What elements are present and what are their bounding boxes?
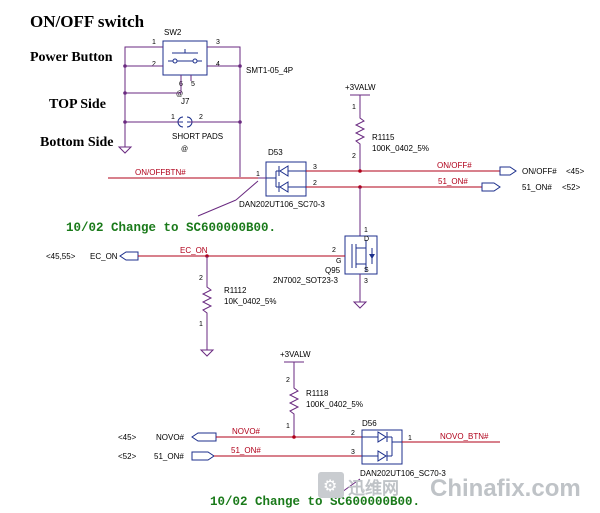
q95-pin-2: 2 bbox=[332, 247, 336, 254]
port-onoff-ref: <45> bbox=[566, 167, 585, 176]
r1115-ref: R1115 bbox=[372, 133, 395, 142]
d56-pin-3: 3 bbox=[351, 449, 355, 456]
ground-symbol-q95 bbox=[352, 301, 368, 309]
net-onoff: ON/OFF# bbox=[437, 161, 472, 170]
ground-symbol-r1112 bbox=[199, 349, 215, 357]
q95-pin-s: S bbox=[364, 267, 369, 274]
q95-ref: Q95 bbox=[325, 266, 341, 275]
net-ec-on: EC_ON bbox=[180, 246, 208, 255]
q95-pin-g: G bbox=[336, 258, 341, 265]
d56-body bbox=[361, 429, 403, 465]
rail-3valw-top: +3VALW bbox=[345, 83, 376, 92]
change-note-2: 10/02 Change to SC600000B00. bbox=[210, 495, 420, 509]
sw2-body bbox=[162, 40, 208, 76]
d56-part: DAN202UT106_SC70-3 bbox=[360, 469, 446, 478]
r1115-resistor: 1 2 R1115 100K_0402_5% bbox=[352, 104, 429, 160]
q95-part: 2N7002_SOT23-3 bbox=[273, 276, 338, 285]
j7-pin-1: 1 bbox=[171, 114, 175, 121]
port-ec-on-name: EC_ON bbox=[90, 252, 118, 261]
port-novo-arrow bbox=[191, 432, 217, 442]
ground-symbol-sw bbox=[117, 146, 133, 154]
port-ec-on-ref: <45,55> bbox=[46, 252, 76, 261]
q95-body bbox=[344, 235, 378, 275]
port-novo-name: NOVO# bbox=[156, 433, 185, 442]
q95-pin-d: D bbox=[364, 236, 369, 243]
sw2-pin-5: 5 bbox=[191, 81, 195, 88]
d56-pin-1: 1 bbox=[408, 435, 412, 442]
r1115-pin-1: 1 bbox=[352, 104, 356, 111]
port-51on-b-name: 51_ON# bbox=[154, 452, 184, 461]
label-power-button: Power Button bbox=[30, 50, 113, 65]
port-novo-ref: <45> bbox=[118, 433, 137, 442]
d53-pin-2: 2 bbox=[313, 180, 317, 187]
watermark-logo-box bbox=[318, 472, 344, 498]
sw2-pin-1: 1 bbox=[152, 39, 156, 46]
label-bottom-side: Bottom Side bbox=[40, 135, 114, 150]
r1118-ref: R1118 bbox=[306, 389, 329, 398]
q95-pin-3: 3 bbox=[364, 278, 368, 285]
d53-diode: D53 1 3 2 DAN202UT106_SC70-3 bbox=[239, 148, 325, 209]
r1112-pin-1: 1 bbox=[199, 321, 203, 328]
r1115-pin-2: 2 bbox=[352, 153, 356, 160]
port-onoff-arrow bbox=[499, 166, 517, 176]
net-novo-btn: NOVO_BTN# bbox=[440, 432, 489, 441]
port-51on-ref: <52> bbox=[562, 183, 581, 192]
j7-part: SHORT PADS bbox=[172, 132, 223, 141]
sw2-ref: SW2 bbox=[164, 28, 182, 37]
port-51on-b-ref: <52> bbox=[118, 452, 137, 461]
label-top-side: TOP Side bbox=[49, 97, 106, 112]
net-51on: 51_ON# bbox=[438, 177, 468, 186]
d53-body bbox=[265, 161, 307, 197]
net-onoffbtn: ON/OFFBTN# bbox=[135, 168, 186, 177]
watermark-logo-glyph: ⚙ bbox=[323, 476, 337, 495]
d53-pin-3: 3 bbox=[313, 164, 317, 171]
sw2-pin-4: 4 bbox=[216, 61, 220, 68]
d56-pin-2: 2 bbox=[351, 430, 355, 437]
j7-pin-2: 2 bbox=[199, 114, 203, 121]
r1112-ref: R1112 bbox=[224, 286, 247, 295]
d53-pin-1: 1 bbox=[256, 171, 260, 178]
r1118-pin-1: 1 bbox=[286, 423, 290, 430]
r1112-resistor: 2 1 R1112 10K_0402_5% bbox=[199, 256, 277, 328]
sw2-contact-left bbox=[172, 58, 178, 64]
port-51on-name: 51_ON# bbox=[522, 183, 552, 192]
sw2-pin-3: 3 bbox=[216, 39, 220, 46]
port-ec-on-arrow bbox=[119, 251, 139, 261]
d53-ref: D53 bbox=[268, 148, 283, 157]
port-51on-arrow bbox=[481, 182, 501, 192]
d56-ref: D56 bbox=[362, 419, 377, 428]
d53-part: DAN202UT106_SC70-3 bbox=[239, 200, 325, 209]
net-51on-b: 51_ON# bbox=[231, 446, 261, 455]
j7-marker: @ bbox=[181, 146, 188, 153]
r1118-resistor: 2 1 R1118 100K_0402_5% bbox=[286, 377, 363, 430]
change-note-1: 10/02 Change to SC600000B00. bbox=[66, 221, 276, 235]
net-novo: NOVO# bbox=[232, 427, 261, 436]
r1115-value: 100K_0402_5% bbox=[372, 144, 429, 153]
j7-ref: J7 bbox=[181, 97, 190, 106]
sw2-marker: @ bbox=[176, 91, 183, 98]
q95-pin-1: 1 bbox=[364, 227, 368, 234]
r1112-pin-2: 2 bbox=[199, 275, 203, 282]
sw2-contact-right bbox=[192, 58, 198, 64]
rail-3valw-bottom: +3VALW bbox=[280, 350, 311, 359]
watermark-cn: 迅维网 bbox=[348, 478, 399, 499]
sw2-switch: SW2 1 2 3 4 6 5 SMT1-05_4P @ bbox=[152, 28, 293, 98]
d56-diode: D56 1 2 3 DAN202UT106_SC70-3 bbox=[351, 419, 446, 478]
watermark: ⚙ 迅维网 Chinafix.com bbox=[318, 472, 581, 502]
sw2-pin-2: 2 bbox=[152, 61, 156, 68]
j7-short-pads: J7 1 2 SHORT PADS @ bbox=[125, 97, 240, 153]
port-onoff-name: ON/OFF# bbox=[522, 167, 557, 176]
watermark-en: Chinafix.com bbox=[430, 475, 581, 502]
r1112-value: 10K_0402_5% bbox=[224, 297, 277, 306]
schematic-title: ON/OFF switch bbox=[30, 12, 145, 31]
sw2-part: SMT1-05_4P bbox=[246, 66, 293, 75]
q95-mosfet: 2 G D S 1 3 Q95 2N7002_SOT23-3 bbox=[273, 227, 378, 285]
r1118-pin-2: 2 bbox=[286, 377, 290, 384]
r1118-value: 100K_0402_5% bbox=[306, 400, 363, 409]
port-51on-b-arrow bbox=[191, 451, 215, 461]
